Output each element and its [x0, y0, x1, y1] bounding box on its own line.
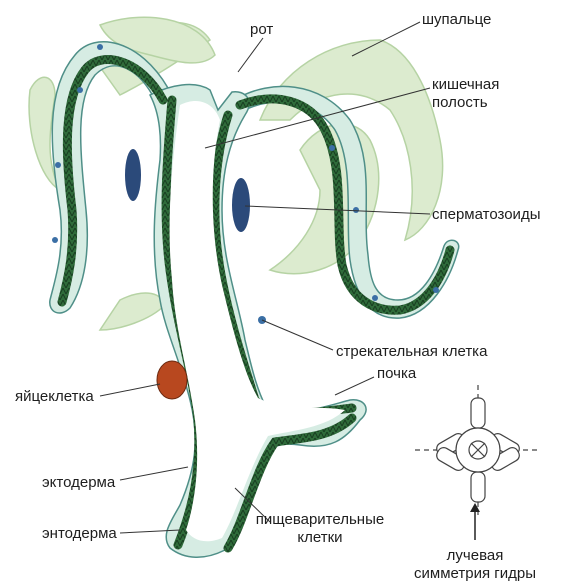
- label-bud: почка: [377, 366, 416, 382]
- label-digestive-1: пищеварительные: [250, 512, 390, 528]
- label-gut-cavity-2: полость: [432, 95, 488, 111]
- label-stinging-cell: стрекательная клетка: [336, 344, 487, 360]
- label-digestive-2: клетки: [250, 530, 390, 546]
- line-stinging: [262, 320, 333, 350]
- label-mouth: рот: [250, 22, 273, 38]
- line-bud: [335, 377, 374, 395]
- back-tentacle-lowleft: [100, 293, 165, 330]
- line-ectoderm: [120, 467, 188, 480]
- label-symmetry-2: симметрия гидры: [405, 566, 545, 582]
- sperm-cluster-right: [232, 178, 250, 232]
- label-ectoderm: эктодерма: [42, 475, 115, 491]
- label-sperm: сперматозоиды: [432, 207, 540, 223]
- label-symmetry-1: лучевая: [405, 548, 545, 564]
- radial-symmetry-diagram: [415, 385, 540, 540]
- label-gut-cavity-1: кишечная: [432, 77, 499, 93]
- label-egg-cell: яйцеклетка: [15, 389, 94, 405]
- line-mouth: [238, 38, 263, 72]
- sperm-cluster-left: [125, 149, 141, 201]
- label-endoderm: энтодерма: [42, 526, 117, 542]
- line-egg: [100, 384, 160, 396]
- label-tentacle: шупальце: [422, 12, 491, 28]
- egg-cell: [157, 361, 187, 399]
